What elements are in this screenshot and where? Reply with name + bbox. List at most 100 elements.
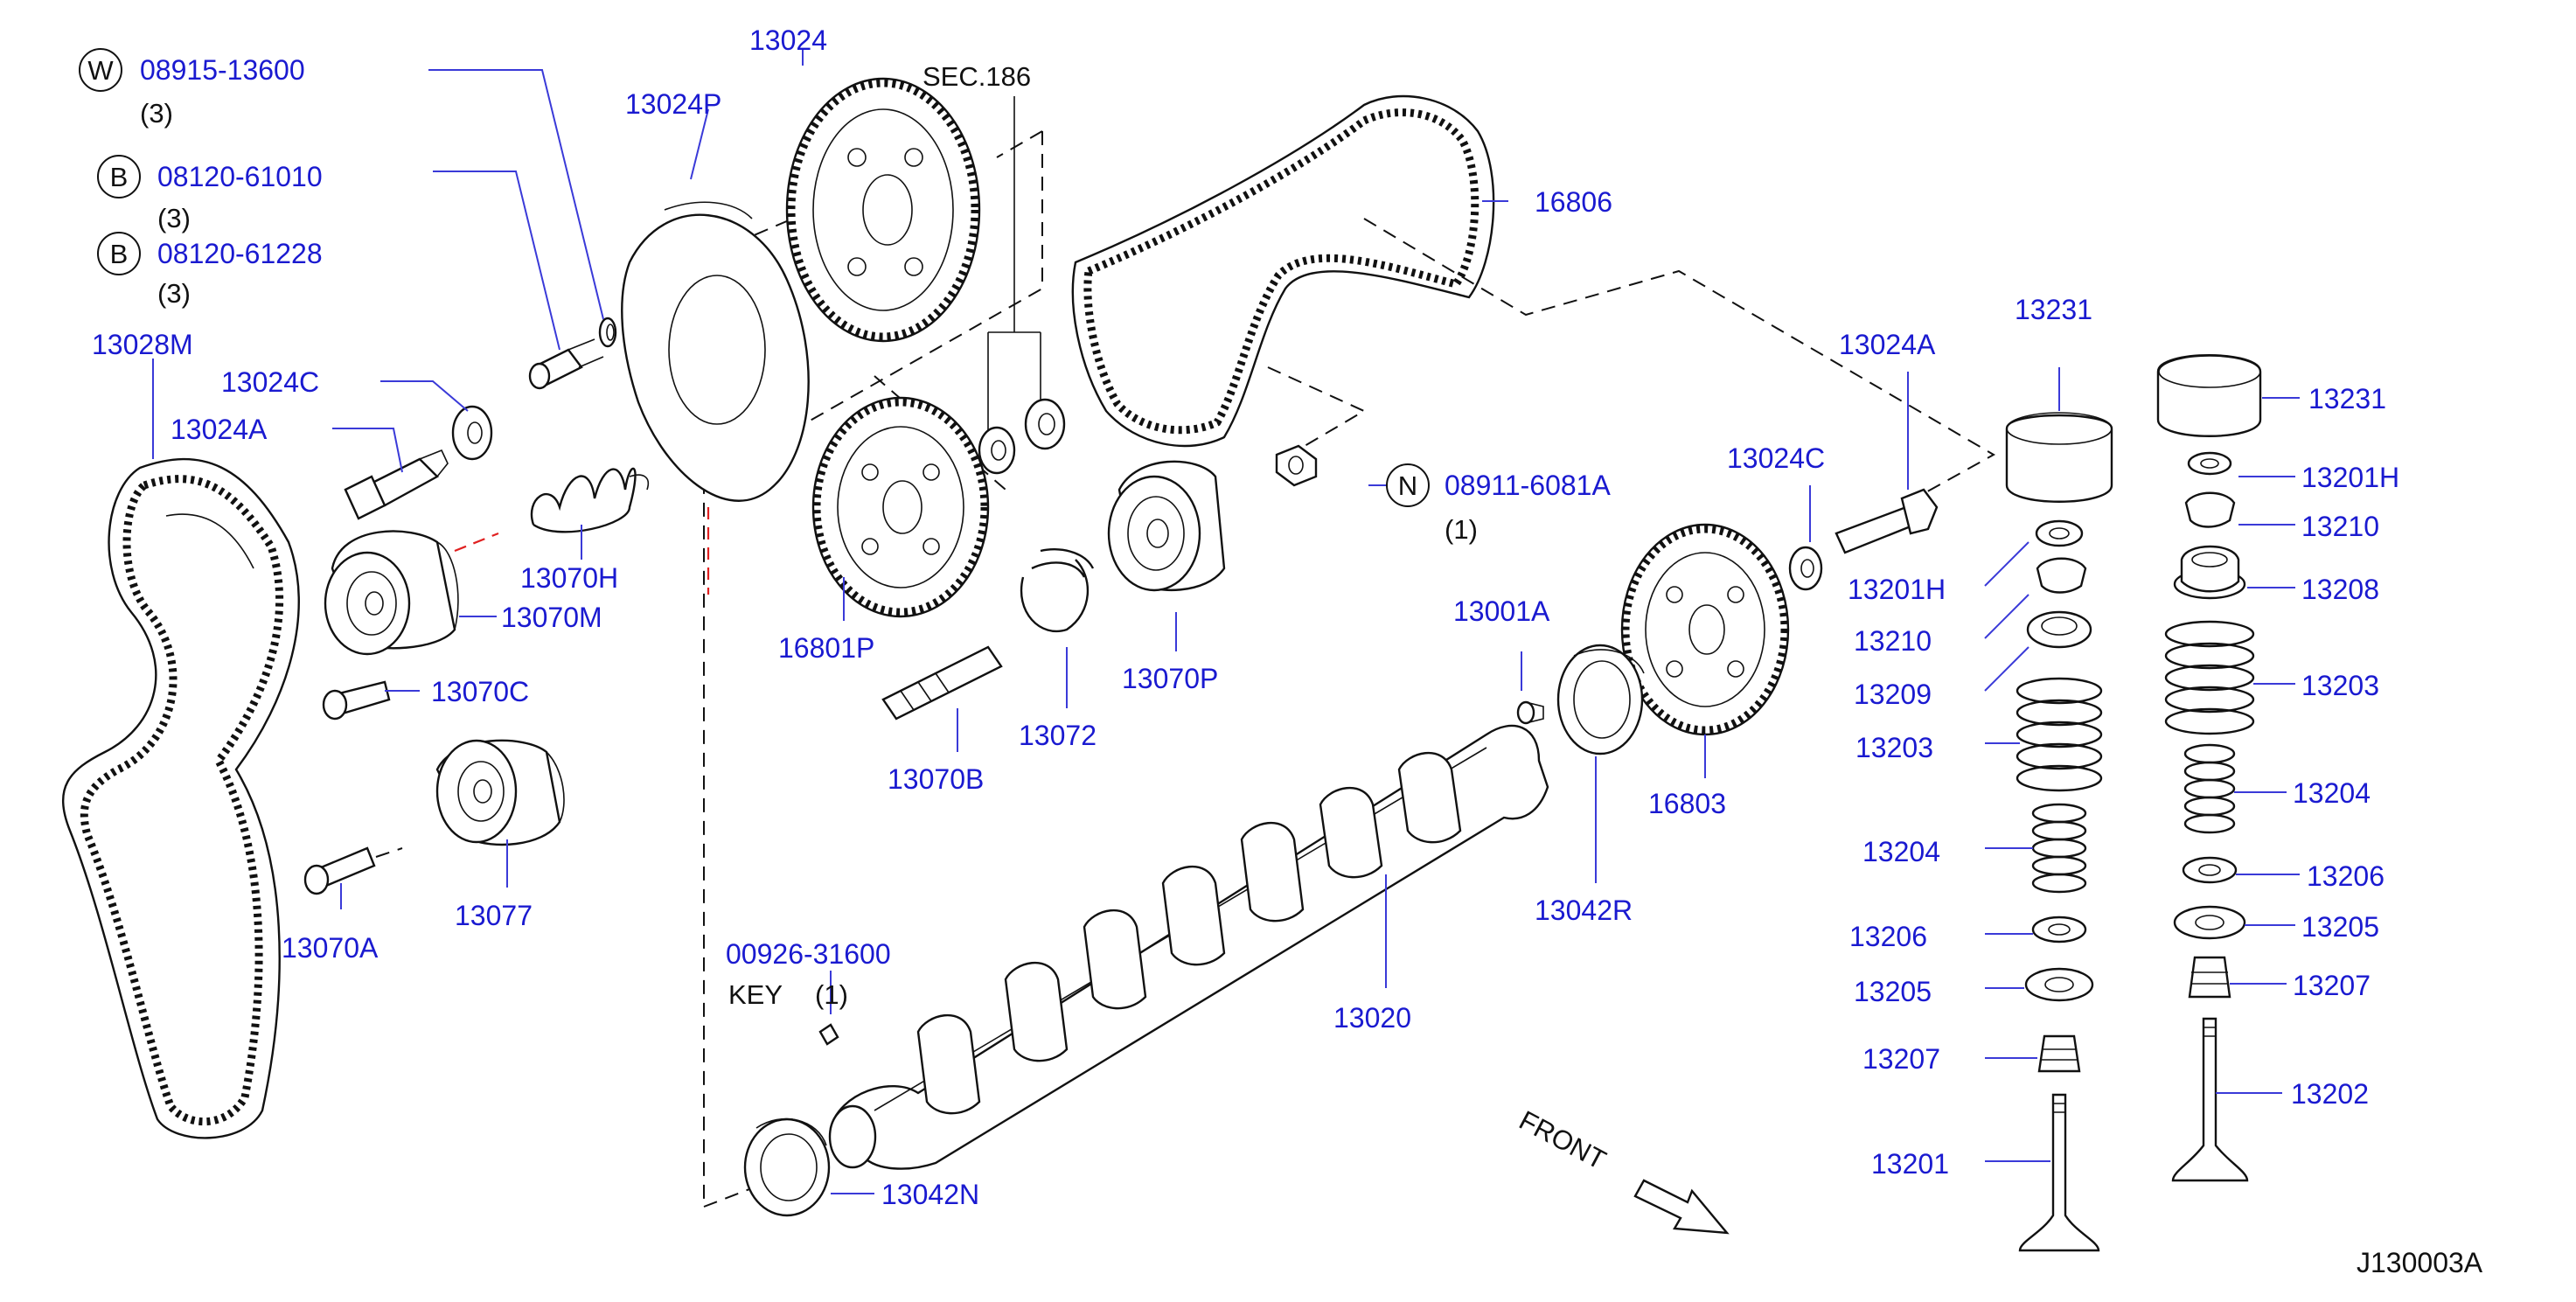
washer-08915-13600 xyxy=(598,317,617,348)
label-13209-left: 13209 xyxy=(1854,679,1932,710)
code-b2: B xyxy=(110,239,129,269)
label-13070m: 13070M xyxy=(501,602,602,633)
retainer-13209-left xyxy=(2026,610,2092,649)
outline-red-mark-2 xyxy=(454,532,499,553)
fastener-callout-n: N 08911-6081A (1) xyxy=(1386,463,1611,545)
label-13201h-left: 13201H xyxy=(1848,574,1946,605)
washer-13024c-right xyxy=(1788,546,1823,591)
camshaft-13020 xyxy=(828,724,1549,1170)
label-13206-left: 13206 xyxy=(1849,921,1927,952)
spring-13070h xyxy=(530,467,649,533)
label-13070p: 13070P xyxy=(1122,663,1218,694)
label-13070a: 13070A xyxy=(282,932,379,964)
code-b1: B xyxy=(110,162,129,192)
label-13202-right: 13202 xyxy=(2291,1078,2369,1110)
code-circle-b2 xyxy=(97,232,141,275)
oil-seal-13042n xyxy=(743,1117,831,1217)
label-13042n: 13042N xyxy=(881,1179,979,1210)
lifter-13231-left xyxy=(2005,414,2113,503)
label-13210-right: 13210 xyxy=(2301,511,2379,542)
woodruff-key-00926-31600 xyxy=(818,1023,839,1046)
label-13231-left: 13231 xyxy=(2015,294,2092,325)
seat-13206-right xyxy=(2182,856,2238,884)
label-13205-right: 13205 xyxy=(2301,911,2379,943)
part-labels: 13024 13024P 13028M 13024C 13024A 13070H… xyxy=(92,24,2399,1210)
label-13070b: 13070B xyxy=(888,763,984,795)
timing-belt-16806 xyxy=(1071,94,1495,448)
label-13020: 13020 xyxy=(1333,1002,1411,1034)
code-n: N xyxy=(1398,470,1417,501)
label-13070h: 13070H xyxy=(520,562,618,594)
label-13207-left: 13207 xyxy=(1862,1043,1940,1075)
label-13028m: 13028M xyxy=(92,329,193,360)
part-08915-13600: 08915-13600 xyxy=(140,54,305,86)
bolt-13070a xyxy=(303,846,403,895)
fastener-callout-w: W 08915-13600 (3) xyxy=(79,48,305,129)
diagram-reference: J130003A xyxy=(2357,1247,2483,1278)
outline-right-frame xyxy=(1363,218,1996,499)
outer-spring-13203-left xyxy=(2016,677,2103,792)
shim-13201h-right xyxy=(2187,451,2232,476)
fastener-callout-b2: B 08120-61228 (3) xyxy=(97,232,323,309)
outer-spring-13203-right xyxy=(2164,620,2255,735)
label-13207-right: 13207 xyxy=(2293,970,2371,1001)
label-16806: 16806 xyxy=(1535,186,1612,218)
fastener-callout-b1: B 08120-61010 (3) xyxy=(97,155,323,233)
code-circle-b1 xyxy=(97,155,141,198)
label-13231-right: 13231 xyxy=(2308,383,2386,414)
label-13201-left: 13201 xyxy=(1871,1148,1949,1180)
seal-13207-left xyxy=(2037,1034,2081,1073)
collet-13210-right xyxy=(2184,491,2236,528)
sec-186-label: SEC.186 xyxy=(922,61,1031,92)
timing-belt-13028m xyxy=(61,457,300,1139)
stud-13070b xyxy=(881,645,1003,721)
code-w: W xyxy=(87,55,114,86)
spring-13072 xyxy=(1020,548,1095,632)
washer-13024c-left xyxy=(451,405,493,461)
label-13024: 13024 xyxy=(749,24,827,56)
label-13042r: 13042R xyxy=(1535,895,1633,926)
seal-13207-right xyxy=(2188,956,2231,999)
label-13205-left: 13205 xyxy=(1854,976,1932,1007)
label-13024a-left: 13024A xyxy=(171,414,268,445)
label-13203-right: 13203 xyxy=(2301,670,2379,701)
bolt-13024a-right xyxy=(1835,488,1939,554)
code-circle-w xyxy=(79,48,122,92)
retainer-13208-right xyxy=(2173,545,2246,600)
label-13204-right: 13204 xyxy=(2293,777,2371,809)
outline-top-cap xyxy=(996,130,1043,158)
bolt-13024a-left xyxy=(344,449,449,520)
tensioner-pulley-13070p xyxy=(1107,460,1226,592)
sprocket-16803 xyxy=(1620,523,1790,736)
valve-stack-left xyxy=(2005,412,2113,1252)
label-13001a: 13001A xyxy=(1453,595,1550,627)
qty-08120-61010: (3) xyxy=(157,203,191,233)
label-13204-left: 13204 xyxy=(1862,836,1940,867)
pulley-13070m xyxy=(324,530,459,656)
collet-13210-left xyxy=(2036,557,2087,594)
outline-nut-guide xyxy=(1267,366,1367,456)
label-13077: 13077 xyxy=(455,900,533,931)
qty-08120-61228: (3) xyxy=(157,278,191,309)
label-13206-right: 13206 xyxy=(2307,860,2385,892)
outline-left-frame xyxy=(703,131,1043,1207)
qty-08915-13600: (3) xyxy=(140,98,173,129)
key-qty: (1) xyxy=(815,979,848,1010)
front-label: FRONT xyxy=(1514,1104,1612,1175)
leader-lines xyxy=(152,48,2300,1194)
seat-13205-left xyxy=(2024,967,2094,1002)
nut-08911-6081a xyxy=(1275,444,1318,487)
oil-seal-13042r xyxy=(1556,644,1645,755)
camshaft-lobes xyxy=(916,752,1462,1115)
label-13208-right: 13208 xyxy=(2301,574,2379,605)
part-08120-61010: 08120-61010 xyxy=(157,161,323,192)
seat-13206-left xyxy=(2031,916,2087,943)
lifter-13231-right xyxy=(2156,354,2262,437)
label-13201h-right: 13201H xyxy=(2301,462,2399,493)
part-08120-61228: 08120-61228 xyxy=(157,238,323,269)
label-13024p: 13024P xyxy=(625,88,721,120)
seat-13205-right xyxy=(2173,905,2246,940)
label-13072: 13072 xyxy=(1019,720,1097,751)
